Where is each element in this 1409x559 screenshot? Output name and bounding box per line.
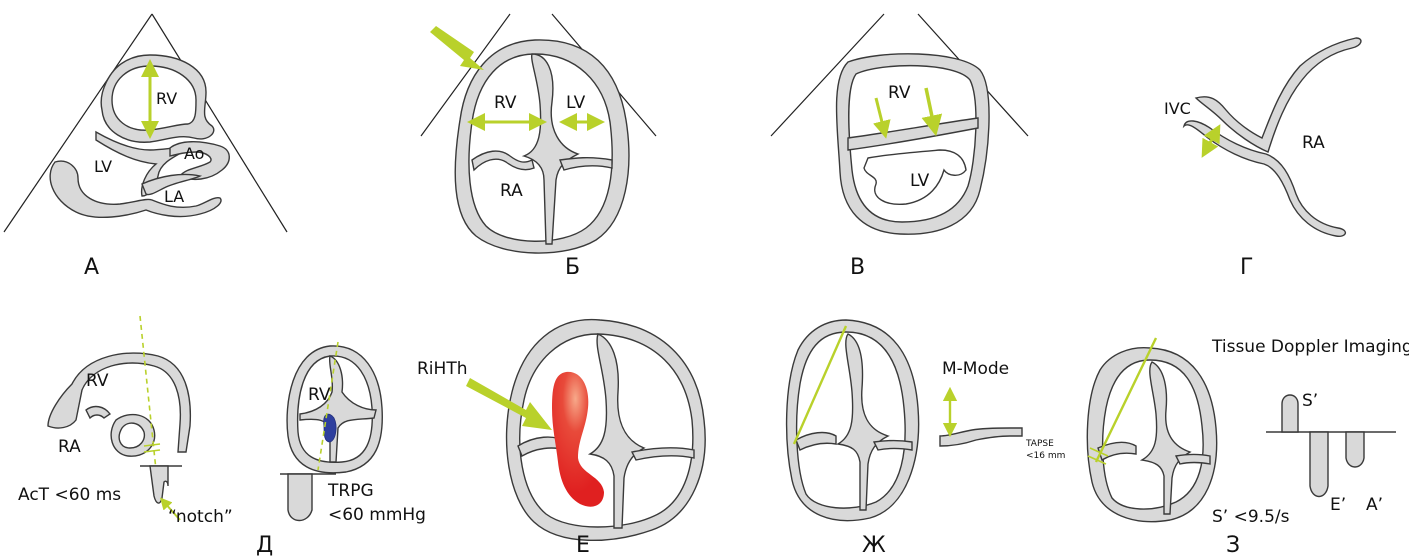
- label-tapse-1: TAPSE: [1025, 439, 1054, 449]
- label-rv-a: RV: [156, 89, 177, 108]
- panel-d: RV RA AcT <60 ms “notch” RV TRPG <60 mmH…: [18, 316, 426, 558]
- panel-a: RV LV Ao LA А: [4, 14, 287, 280]
- valve-b: [472, 151, 534, 170]
- septum-b: [524, 54, 578, 244]
- tdi-s-wave: [1282, 395, 1298, 432]
- tdi-e-wave: [1310, 432, 1328, 497]
- label-trpg-1: TRPG: [327, 481, 374, 501]
- label-rihth: RiHTh: [417, 359, 467, 379]
- panel-b: RV LV RA Б: [421, 14, 656, 280]
- panel-letter-g: Г: [1240, 255, 1253, 280]
- aorta-ring-d1: [111, 415, 155, 457]
- label-trpg-2: <60 mmHg: [328, 505, 426, 525]
- thrombus: [552, 372, 604, 507]
- label-tapse-2: <16 mm: [1026, 451, 1065, 461]
- tdi-a-wave: [1346, 432, 1364, 467]
- label-s-cutoff: S’ <9.5/s: [1212, 507, 1290, 527]
- label-la-a: LA: [164, 187, 184, 206]
- tapse-trace: [940, 428, 1022, 446]
- label-ra-d1: RA: [58, 437, 81, 457]
- label-rv-b: RV: [494, 93, 517, 113]
- label-tdi: Tissue Doppler Imaging: [1211, 337, 1409, 357]
- tricuspid-d1: [86, 407, 110, 418]
- valve-z-right: [1176, 455, 1210, 465]
- valve-zh: [796, 433, 836, 450]
- label-act: AcT <60 ms: [18, 485, 121, 505]
- label-lv-b: LV: [566, 93, 586, 113]
- panel-letter-a: А: [84, 255, 99, 280]
- panel-z: Tissue Doppler Imaging S’ E’ A’ S’ <9.5/…: [1087, 337, 1409, 558]
- septum-z: [1142, 362, 1190, 514]
- label-rv-d2: RV: [308, 385, 331, 405]
- label-ao-a: Ao: [184, 144, 204, 163]
- panel-zh: M-Mode TAPSE <16 mm Ж: [787, 320, 1066, 558]
- label-ra-b: RA: [500, 181, 523, 201]
- rv-arrow-v2: [926, 88, 934, 126]
- label-a-prime: A’: [1366, 495, 1383, 515]
- panel-letter-v: В: [850, 255, 865, 280]
- label-mmode: M-Mode: [942, 359, 1009, 379]
- label-lv-v: LV: [910, 171, 930, 191]
- valve-e-right: [632, 448, 694, 460]
- valve-b-right: [560, 158, 612, 170]
- septum-zh: [838, 334, 888, 510]
- panel-letter-z: З: [1226, 533, 1240, 558]
- label-s-prime: S’: [1302, 391, 1318, 411]
- panel-letter-zh: Ж: [862, 533, 886, 558]
- label-rv-d1: RV: [86, 371, 109, 391]
- panel-v: RV LV В: [771, 14, 1028, 280]
- label-ra-g: RA: [1302, 133, 1325, 153]
- label-e-prime: E’: [1330, 495, 1346, 515]
- pointer-arrow-b: [430, 26, 484, 70]
- rv-arrow-v1: [876, 98, 884, 130]
- tr-jet: [324, 414, 336, 442]
- panel-letter-b: Б: [565, 255, 580, 280]
- doppler-trace-d2: [288, 474, 312, 521]
- valve-zh-right: [874, 441, 912, 451]
- doppler-trace-d1: [150, 466, 168, 503]
- label-lv-a: LV: [94, 157, 112, 176]
- panel-g: IVC RA Г: [1164, 38, 1361, 280]
- label-ivc-g: IVC: [1164, 99, 1191, 118]
- panel-letter-d: Д: [256, 533, 273, 558]
- panel-letter-e: Е: [576, 533, 590, 558]
- panel-e: RiHTh Е: [417, 320, 705, 558]
- label-notch: “notch”: [168, 507, 233, 527]
- septum-v: [848, 118, 978, 150]
- label-rv-v: RV: [888, 83, 911, 103]
